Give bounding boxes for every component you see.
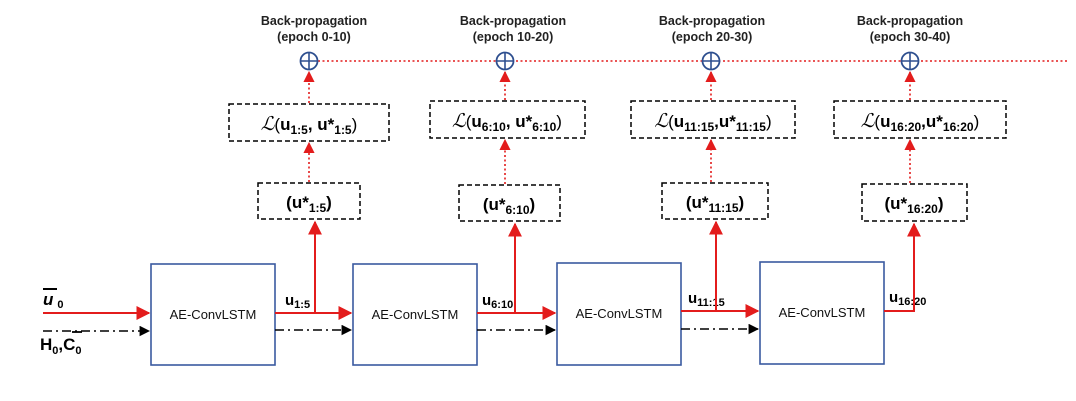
circle-plus-icon [701, 51, 721, 71]
prediction-box [257, 182, 361, 220]
backprop-epoch: (epoch 20-30) [672, 30, 753, 44]
ae-convlstm-block [352, 263, 478, 366]
circle-plus-icon [495, 51, 515, 71]
backprop-epoch: (epoch 10-20) [473, 30, 554, 44]
output-label: u16:20 [889, 289, 926, 308]
svg-text:ℒ(u11:15,u*11:15): ℒ(u11:15,u*11:15) [654, 110, 771, 134]
ae-convlstm-block [759, 261, 885, 365]
svg-text:(u*1:5): (u*1:5) [286, 193, 332, 215]
backprop-title: Back-propagation [261, 14, 367, 28]
block-label: AE-ConvLSTM [779, 305, 866, 320]
circle-plus-icon [900, 51, 920, 71]
stage-1: Back-propagation (epoch 0-10) ℒ(u1:5, u*… [150, 14, 390, 366]
loss-box [228, 103, 390, 142]
backprop-title: Back-propagation [857, 14, 963, 28]
stage-3: Back-propagation (epoch 20-30) ℒ(u11:15,… [556, 14, 796, 366]
circle-plus-icon [299, 51, 319, 71]
svg-text:ℒ(u6:10, u*6:10): ℒ(u6:10, u*6:10) [452, 110, 562, 134]
prediction-box [661, 182, 769, 220]
svg-text:(u*6:10): (u*6:10) [483, 195, 535, 217]
svg-text:ℒ(u1:5, u*1:5): ℒ(u1:5, u*1:5) [261, 113, 358, 137]
block-label: AE-ConvLSTM [170, 307, 257, 322]
ae-convlstm-block [150, 263, 276, 366]
backprop-epoch: (epoch 30-40) [870, 30, 951, 44]
svg-text:(u*11:15): (u*11:15) [686, 193, 744, 215]
output-label: u11:15 [688, 290, 725, 309]
svg-text:(u*16:20): (u*16:20) [884, 194, 943, 216]
prediction-box [861, 183, 968, 222]
output-to-pred-arrow [884, 222, 921, 312]
backprop-title: Back-propagation [659, 14, 765, 28]
stage-4: Back-propagation (epoch 30-40) ℒ(u16:20,… [759, 14, 1007, 365]
block-label: AE-ConvLSTM [576, 306, 663, 321]
backprop-title: Back-propagation [460, 14, 566, 28]
prediction-box [458, 184, 561, 222]
block-label: AE-ConvLSTM [372, 307, 459, 322]
svg-text:ℒ(u16:20,u*16:20): ℒ(u16:20,u*16:20) [861, 110, 980, 134]
svg-text:H0,C0: H0,C0 [40, 335, 82, 357]
input-state-label: H0,C0 [40, 331, 82, 357]
svg-text:u0: u0 [43, 290, 64, 311]
ae-convlstm-block [556, 262, 682, 366]
backprop-epoch: (epoch 0-10) [277, 30, 351, 44]
loss-box [630, 100, 796, 139]
stage-2: Back-propagation (epoch 10-20) ℒ(u6:10, … [352, 14, 586, 366]
output-label: u6:10 [482, 292, 513, 311]
output-label: u1:5 [285, 292, 310, 311]
